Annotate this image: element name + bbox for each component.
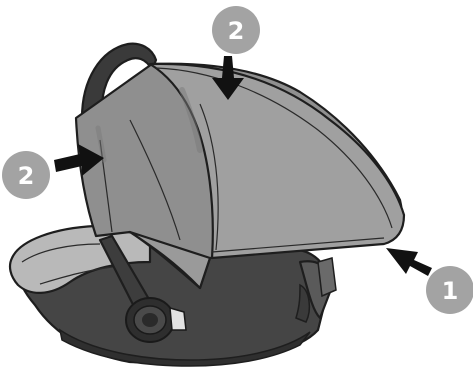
callout-number: 1 xyxy=(442,277,459,305)
callout-number: 2 xyxy=(228,17,245,45)
callout-badge-top: 2 xyxy=(212,6,260,54)
arrow-icon-right xyxy=(386,248,432,276)
callout-badge-left: 2 xyxy=(2,151,50,199)
callout-badge-right: 1 xyxy=(426,266,473,314)
callout-number: 2 xyxy=(18,162,35,190)
